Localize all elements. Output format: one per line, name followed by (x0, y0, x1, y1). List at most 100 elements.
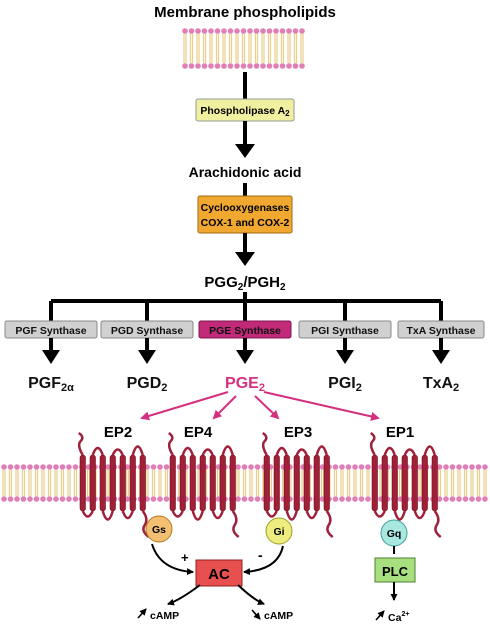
lipid-head (253, 28, 260, 34)
receptor-loops (265, 445, 328, 521)
receptor-loops (81, 445, 144, 521)
lipid-head (182, 63, 188, 69)
product-subscript: 2α (61, 382, 74, 394)
lipid-head (266, 63, 273, 69)
transmembrane-helix (391, 454, 398, 512)
pge2-receptor-arrows (140, 391, 380, 421)
receptor-label-ep1: EP1 (386, 424, 414, 441)
lipid-head (286, 63, 292, 69)
lipid-head (352, 464, 358, 470)
product-row: PGF2α PGD2 PGE 2 PGI2 TxA2 (28, 375, 459, 394)
lipid-head (456, 496, 462, 502)
lipid-head (417, 464, 423, 470)
gi-protein (265, 517, 293, 545)
lipid-head (27, 464, 33, 470)
transmembrane-helix (189, 454, 196, 512)
gs-to-ac-arrow (151, 543, 194, 576)
lipid-head (299, 63, 305, 69)
lipid-head (345, 464, 352, 470)
transmembrane-helix (421, 454, 428, 512)
n-terminal-tail (167, 431, 174, 456)
camp-up-label: cAMP (150, 610, 179, 622)
lipid-head (46, 496, 53, 502)
lipid-head (66, 464, 72, 470)
lipid-head (66, 496, 72, 502)
product-subscript: 2 (453, 382, 459, 394)
lipid-head (339, 464, 345, 470)
lipid-head (436, 464, 443, 470)
lipid-head (449, 464, 456, 470)
plc-box (374, 557, 416, 583)
product-base: PGE (225, 375, 259, 392)
stimulate-sign: + (181, 550, 189, 565)
lipid-head (332, 496, 339, 502)
lipid-head (208, 63, 214, 69)
lipid-head (234, 63, 240, 69)
lipid-head (332, 464, 339, 470)
gq-label: Gq (387, 528, 402, 540)
lipid-head (201, 63, 208, 69)
lipid-head (436, 496, 443, 502)
cox-line1: Cyclooxygenases (201, 202, 290, 214)
n-terminal-tail (369, 431, 376, 456)
lipid-head (234, 28, 240, 34)
lipid-head (33, 496, 40, 502)
product-label: PGF2α (28, 375, 74, 394)
lipid-head (1, 496, 7, 502)
transmembrane-helix (381, 454, 388, 512)
product-base: TxA (423, 375, 454, 392)
receptor-label-ep4: EP4 (184, 424, 213, 441)
lipid-head (53, 464, 59, 470)
lipid-head (462, 496, 469, 502)
transmembrane-helix (229, 454, 236, 512)
lipid-head (7, 496, 14, 502)
transmembrane-helix (129, 454, 136, 512)
transmembrane-helix (303, 454, 310, 512)
phospholipase-label: Phospholipase A2 (200, 105, 290, 118)
product-base: PGD (127, 375, 162, 392)
c-terminal-tail (325, 510, 334, 538)
lipid-head (358, 496, 365, 502)
lipid-head (358, 464, 365, 470)
lipid-head (417, 496, 423, 502)
lipid-head (227, 28, 234, 34)
lipid-head (260, 28, 266, 34)
arrowhead-pgg (235, 252, 255, 266)
lipid-head (59, 464, 66, 470)
product-label: PGI2 (328, 375, 362, 394)
lipid-head (482, 496, 488, 502)
lipid-head (72, 464, 79, 470)
lipid-head (40, 464, 46, 470)
plc-label: PLC (382, 564, 409, 579)
camp-up-arrow (137, 608, 147, 619)
lipid-head (14, 464, 20, 470)
arrow-pge2-ep4 (212, 395, 237, 420)
lipid-head (59, 496, 66, 502)
lipid-head (157, 464, 163, 470)
lipid-head (462, 464, 469, 470)
n-terminal-tail (261, 431, 268, 456)
lipid-head (253, 63, 260, 69)
lipid-head (241, 496, 248, 502)
gs-protein (145, 515, 173, 543)
lipid-head (292, 28, 299, 34)
lipid-head (299, 28, 305, 34)
lipid-head (235, 464, 241, 470)
transmembrane-helix (209, 454, 216, 512)
lipid-head (20, 464, 27, 470)
lipid-head (339, 496, 345, 502)
seven-transmembrane-receptor (261, 431, 334, 538)
lipid-head (195, 63, 201, 69)
lipid-head (46, 464, 53, 470)
ac-label: AC (208, 566, 230, 583)
arrow-pge2-ep3 (254, 395, 280, 420)
transmembrane-helix (199, 454, 206, 512)
lipid-head (227, 63, 234, 69)
lipid-head (365, 496, 371, 502)
product-label: TxA2 (423, 375, 459, 394)
lipid-head (40, 496, 46, 502)
synthase-label: TxA Synthase (406, 325, 475, 337)
product-label: PGD2 (127, 375, 168, 394)
transmembrane-helix (401, 454, 408, 512)
